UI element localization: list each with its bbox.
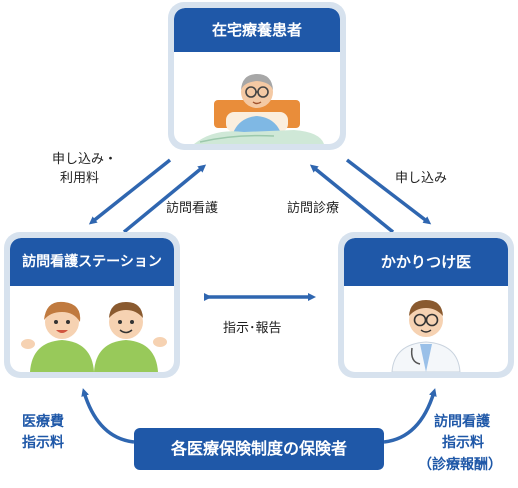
arrow-doctor-to-patient (309, 164, 395, 234)
insurer-box: 各医療保険制度の保険者 (134, 428, 384, 470)
patient-card-title: 在宅療養患者 (174, 8, 340, 52)
arrow-patient-to-doctor (345, 158, 432, 225)
label-nursing-fee-line2: 指示料 (442, 435, 484, 451)
doctor-card-title: かかりつけ医 (344, 238, 508, 286)
label-apply-fee-line1: 申し込み・ (52, 152, 118, 167)
label-nursing-fee-line3: （診療報酬） (418, 457, 502, 473)
label-home-visit: 訪問診療 (287, 201, 340, 216)
patient-illustration-icon (194, 74, 324, 144)
nursing-station-card-title: 訪問看護ステーション (10, 238, 174, 286)
label-medical-fee-line1: 医療費 (22, 414, 64, 430)
doctor-card: かかりつけ医 (338, 232, 514, 378)
arrow-insurer-to-station (81, 388, 135, 444)
nursing-station-card: 訪問看護ステーション (4, 232, 180, 378)
label-apply-doctor: 申し込み (395, 171, 448, 186)
label-medical-fee-line2: 指示料 (22, 435, 64, 451)
patient-card: 在宅療養患者 (168, 2, 346, 150)
arrow-insurer-to-doctor (383, 388, 437, 444)
nurses-illustration-icon (21, 301, 167, 372)
doctor-illustration-icon (391, 300, 461, 372)
label-apply-fee-line2: 利用料 (60, 171, 100, 186)
arrow-station-to-patient (122, 164, 207, 234)
label-instruction-report: 指示･報告 (223, 321, 282, 336)
label-nursing-fee-line1: 訪問看護 (434, 414, 490, 430)
label-home-nursing: 訪問看護 (166, 201, 219, 216)
arrow-patient-to-station (88, 158, 172, 225)
